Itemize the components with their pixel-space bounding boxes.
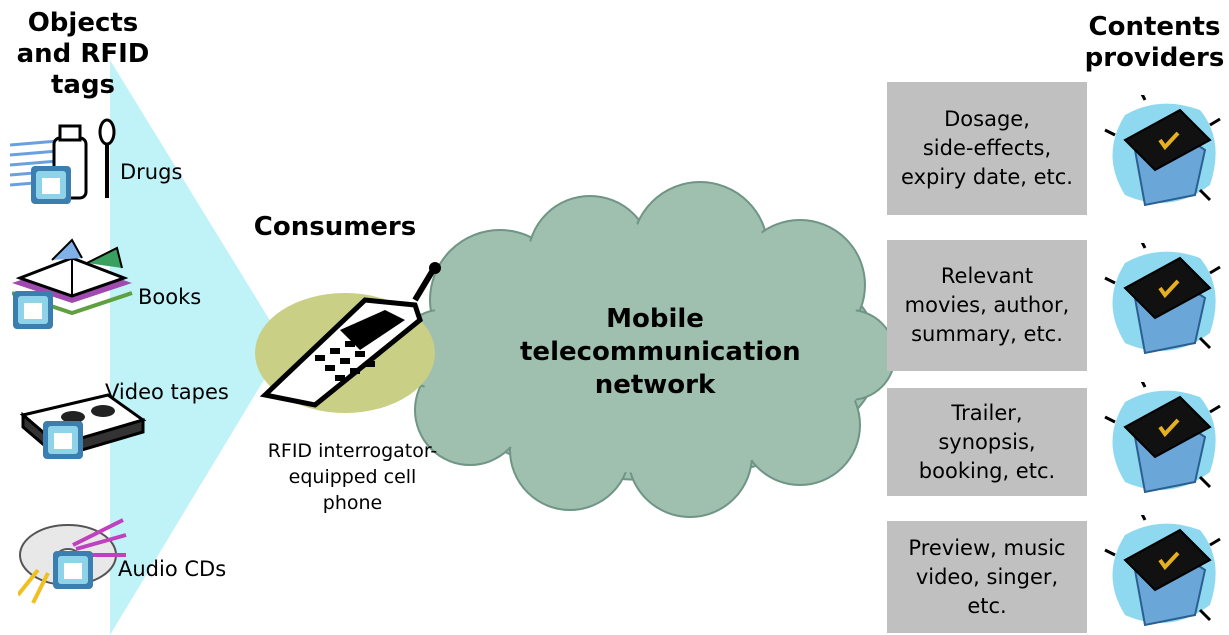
building-book-icon <box>1100 243 1225 363</box>
object-label-books: Books <box>138 285 202 309</box>
info-box-books: Relevant movies, author, summary, etc. <box>887 240 1087 371</box>
object-label-video-tapes: Video tapes <box>105 380 229 404</box>
object-label-audio-cds: Audio CDs <box>118 557 227 581</box>
rfid-beam <box>110 60 285 635</box>
info-box-audio-cds: Preview, music video, singer, etc. <box>887 521 1087 633</box>
network-label: Mobile telecommunication network <box>520 304 801 400</box>
heading-providers: Contents providers <box>1084 12 1225 73</box>
rfid-tag-icon <box>52 550 94 590</box>
info-box-drugs: Dosage, side-effects, expiry date, etc. <box>887 82 1087 215</box>
rfid-tag-icon <box>30 165 72 205</box>
info-box-video-tapes: Trailer, synopsis, booking, etc. <box>887 388 1087 496</box>
phone-caption: RFID interrogator- equipped cell phone <box>267 440 438 514</box>
building-book-icon <box>1100 382 1225 502</box>
rfid-tag-icon <box>12 290 54 330</box>
rfid-tag-icon <box>42 420 84 460</box>
cell-phone-icon <box>245 260 445 410</box>
building-book-icon <box>1100 515 1225 635</box>
object-label-drugs: Drugs <box>120 160 183 184</box>
building-book-icon <box>1100 95 1225 215</box>
heading-objects: Objects and RFID tags <box>16 8 150 100</box>
heading-consumers: Consumers <box>253 212 417 242</box>
